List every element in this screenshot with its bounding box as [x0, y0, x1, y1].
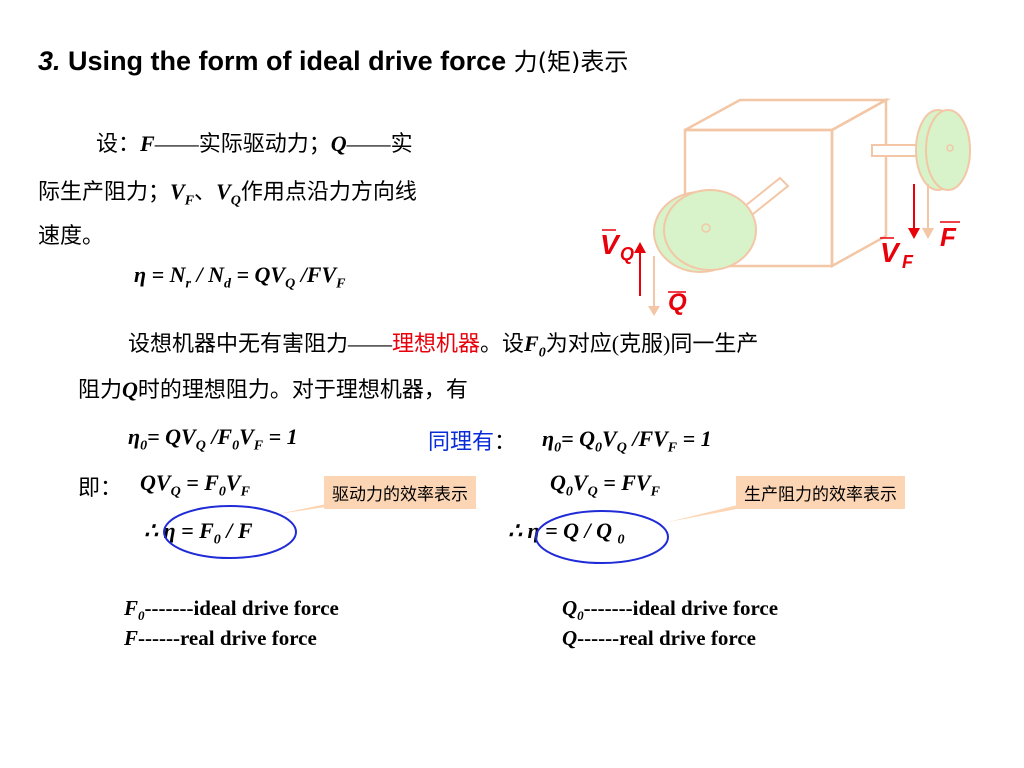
highlight-ellipse-right [535, 510, 669, 564]
similar-label: 同理有： [428, 429, 517, 454]
eta0-right: η0= Q0VQ /FVF = 1 [542, 426, 712, 456]
legend-left-line1: F0-------ideal drive force [124, 596, 339, 624]
para1-line1: 设：F——实际驱动力；Q——实 [96, 131, 413, 156]
legend-right-line1: Q0-------ideal drive force [562, 596, 779, 624]
title-english: Using the form of ideal drive force [68, 46, 507, 76]
para1-line3: 速度。 [38, 223, 105, 248]
q-force-arrowhead [648, 306, 660, 316]
vq-label-sub: Q [620, 244, 634, 264]
f-label: F [940, 222, 957, 252]
equation-left: QVQ = F0VF [140, 470, 250, 500]
ji-label: 即： [78, 475, 123, 500]
efficiency-equation: η = Nr / Nd = QVQ /FVF [134, 262, 346, 292]
highlight-ellipse-left [163, 505, 297, 559]
f-force-arrowhead [922, 228, 934, 239]
equation-right: Q0VQ = FVF [550, 470, 660, 500]
legend-left-line2: F------real drive force [124, 626, 317, 650]
para2-line1: 设想机器中无有害阻力——理想机器。设F0为对应(克服)同一生产 [128, 331, 759, 361]
title-chinese: 力(矩)表示 [513, 48, 629, 76]
eta0-left: η0= QVQ /F0VF = 1 [128, 424, 298, 454]
vq-velocity-arrowhead [634, 242, 646, 253]
machine-diagram: V Q V F F Q [600, 97, 971, 316]
therefore-right: ∴ η = Q / Q 0 [508, 518, 625, 548]
slide-title: 3. Using the form of ideal drive force 力… [38, 42, 628, 77]
ideal-machine-term: 理想机器 [392, 331, 481, 356]
q-label: Q [668, 289, 687, 316]
vf-velocity-arrowhead [908, 228, 920, 239]
para2-line2: 阻力Q时的理想阻力。对于理想机器，有 [78, 377, 468, 402]
right-shaft [871, 109, 971, 191]
callout-left-pointer [278, 502, 360, 514]
vf-label-v: V [880, 237, 901, 268]
title-number: 3. [38, 46, 61, 76]
vf-label-sub: F [902, 252, 914, 272]
vq-label-v: V [600, 229, 621, 260]
therefore-left: ∴ η = F0 / F [144, 518, 253, 548]
callout-right-pointer [668, 502, 774, 522]
para1-line2: 际生产阻力；VF、VQ作用点沿力方向线 [38, 179, 417, 209]
legend-right-line2: Q------real drive force [562, 626, 756, 650]
left-shaft [653, 176, 790, 273]
